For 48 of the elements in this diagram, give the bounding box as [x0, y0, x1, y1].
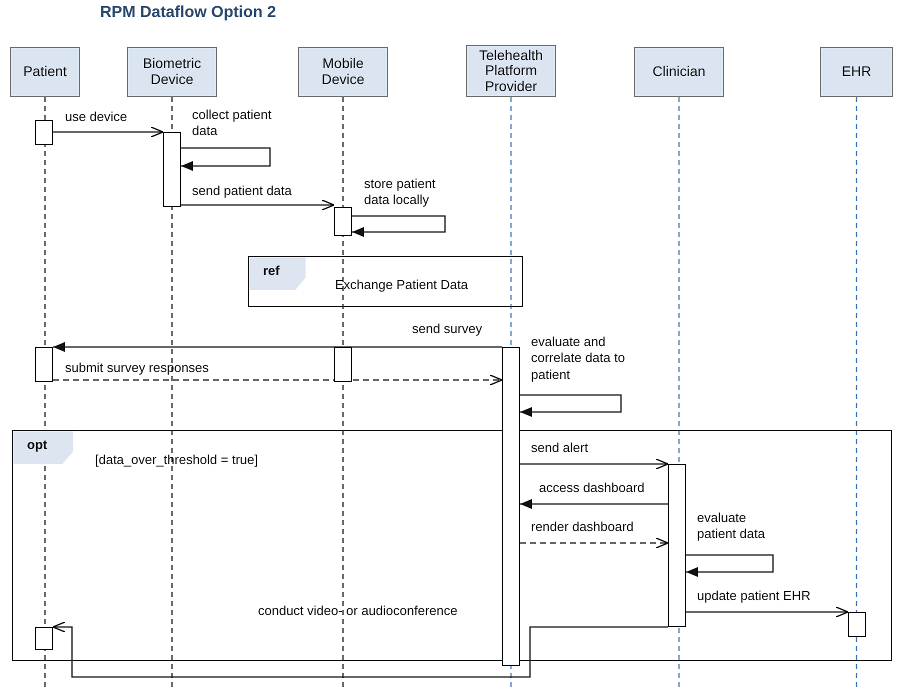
self-message-arrow	[352, 215, 446, 237]
self-message-arrow	[686, 554, 774, 577]
message-arrow	[53, 342, 502, 352]
self-message-arrow	[181, 147, 271, 171]
guard-condition: [data_over_threshold = true]	[95, 452, 258, 467]
return-message-arrow	[520, 537, 669, 549]
message-label: evaluate and correlate data to patient	[531, 334, 626, 383]
diagram-title: RPM Dataflow Option 2	[100, 4, 276, 22]
participant-box: Clinician	[634, 47, 724, 97]
message-label: send survey	[412, 321, 482, 338]
participant-box: Telehealth Platform Provider	[466, 45, 556, 97]
message-label: store patient data locally	[364, 176, 437, 208]
participant-box: Biometric Device	[127, 47, 217, 97]
frame-label: Exchange Patient Data	[335, 277, 468, 292]
activation-bar	[35, 627, 53, 650]
message-arrow	[520, 458, 669, 470]
frame-tag: ref	[249, 257, 306, 290]
message-label: conduct video- or audioconference	[258, 603, 458, 620]
participant-box: Mobile Device	[298, 47, 388, 97]
message-label: submit survey responses	[65, 360, 209, 376]
frame-tag: opt	[13, 431, 74, 464]
message-label: access dashboard	[539, 480, 645, 496]
opt-frame	[12, 430, 892, 661]
return-message-arrow	[53, 374, 503, 386]
message-label: use device	[65, 109, 128, 126]
message-label: collect patient data	[192, 107, 272, 140]
message-label: evaluate patient data	[697, 510, 766, 542]
activation-bar	[848, 612, 866, 637]
activation-bar	[163, 132, 181, 207]
activation-bar	[668, 464, 686, 627]
participant-box: EHR	[820, 47, 893, 97]
ref-frame	[248, 256, 523, 307]
message-label: update patient EHR	[697, 588, 810, 604]
message-label: render dashboard	[531, 519, 634, 536]
message-arrow	[52, 621, 668, 678]
activation-bar	[334, 207, 352, 236]
activation-bar	[502, 347, 520, 666]
activation-bar	[35, 347, 53, 382]
participant-box: Patient	[10, 47, 80, 97]
message-arrow	[181, 199, 335, 211]
activation-bar	[35, 120, 53, 145]
activation-bar	[334, 347, 352, 382]
message-label: send patient data	[192, 183, 292, 200]
message-arrow	[53, 126, 164, 138]
message-label: send alert	[531, 440, 588, 456]
message-arrow	[686, 606, 849, 618]
self-message-arrow	[520, 394, 622, 417]
message-arrow	[520, 499, 668, 509]
